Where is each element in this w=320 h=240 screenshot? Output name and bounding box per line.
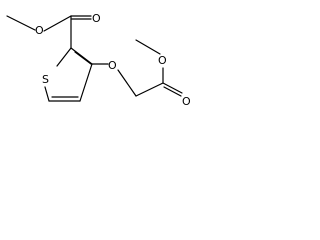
- bond-c2-s: [56, 47, 72, 67]
- bond-c2-c3: [70, 47, 93, 65]
- bonds: [6, 15, 183, 102]
- bond-o4-methyl: [135, 39, 161, 55]
- bond-c3-c4: [79, 63, 93, 102]
- atom-label-sulfur: S: [42, 73, 49, 86]
- atom-label-ether-oxygen: O: [108, 59, 117, 72]
- bond-c5-s: [44, 86, 50, 102]
- bond-ch2-c: [135, 82, 164, 97]
- bond-c2-c3-inner: [74, 51, 92, 65]
- bond-methyl-o1: [6, 15, 36, 31]
- atom-label-ester-oxygen-right: O: [158, 54, 167, 67]
- bond-o1-carbonyl: [43, 15, 72, 32]
- bond-o3-ch2: [117, 69, 137, 97]
- bond-c-o5-b: [163, 86, 182, 97]
- atom-label-ester-oxygen: O: [35, 24, 44, 37]
- atom-label-carbonyl-oxygen: O: [92, 12, 101, 25]
- chemical-structure-diagram: O O O O O S: [6, 12, 191, 108]
- atom-label-carbonyl-oxygen-right: O: [182, 95, 191, 108]
- bond-c-o5-a: [162, 82, 183, 94]
- structure-canvas: O O O O O S: [0, 0, 246, 133]
